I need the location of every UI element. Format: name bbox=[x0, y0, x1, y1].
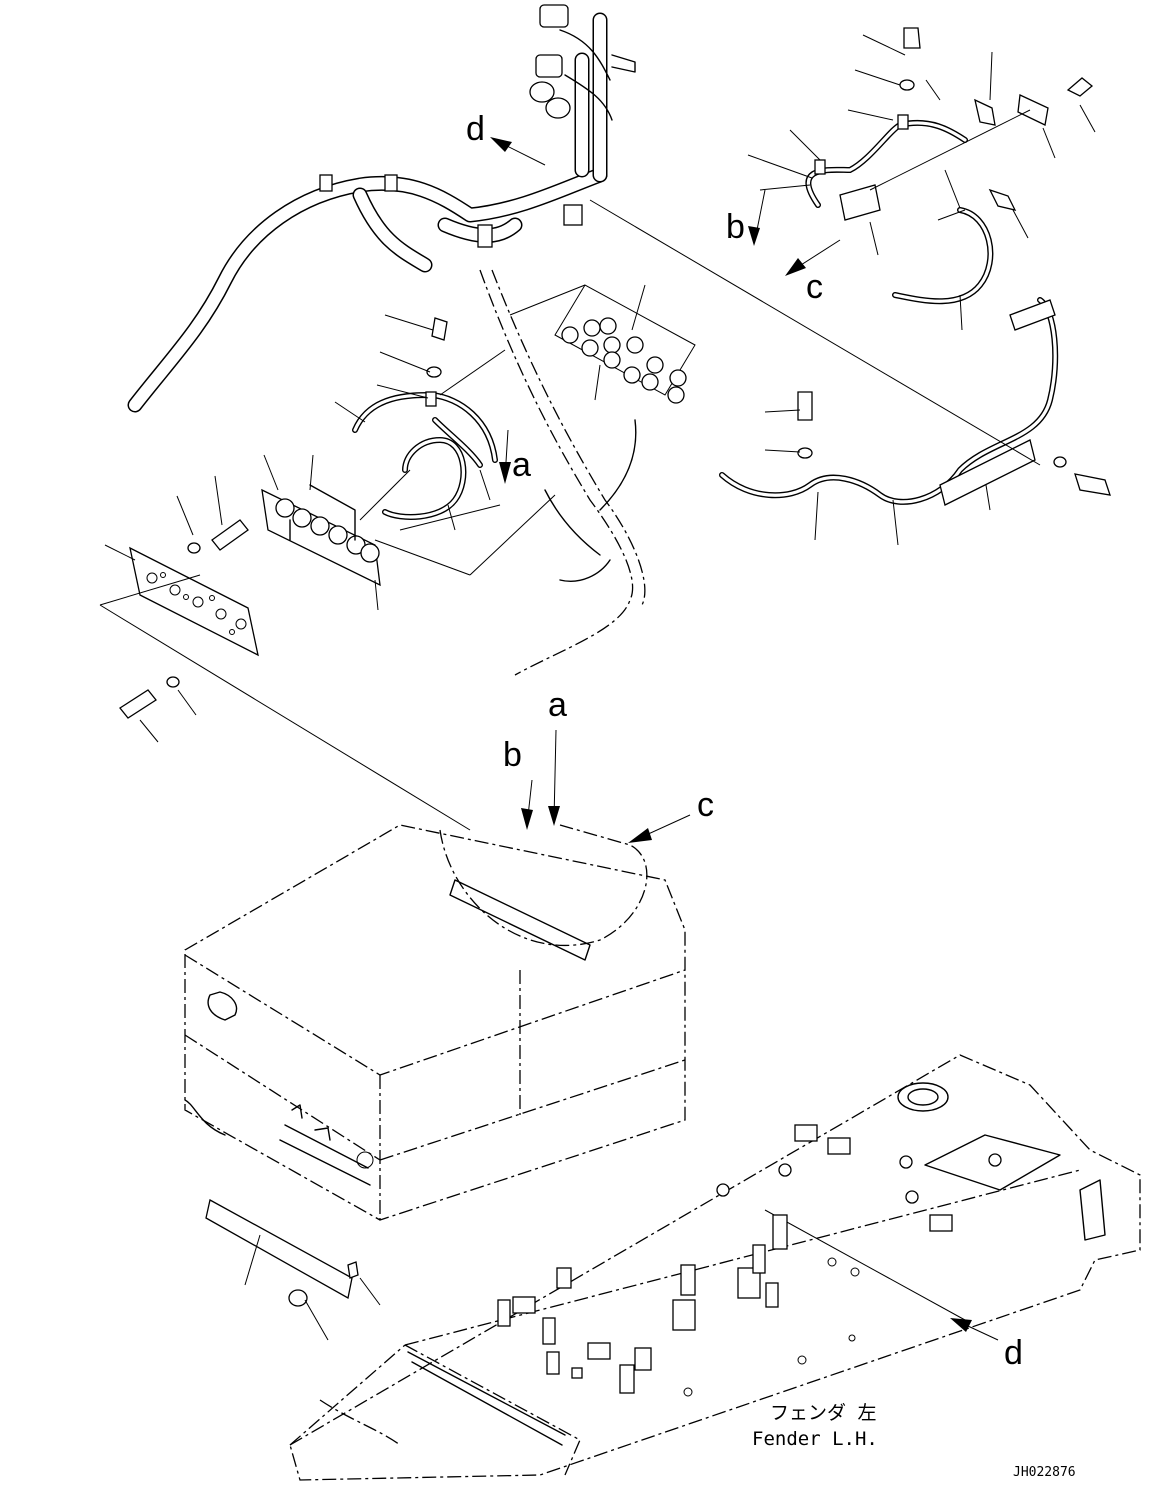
drawing-code: JH022876 bbox=[1013, 1465, 1076, 1480]
terminal-block-left bbox=[261, 484, 381, 587]
connector-bank-center bbox=[554, 284, 696, 404]
lower-harness-branch bbox=[479, 269, 646, 676]
harness-connectors-top bbox=[529, 4, 636, 121]
view-label-b-upper: b bbox=[726, 208, 745, 246]
battery-box bbox=[184, 824, 686, 1221]
view-label-a-upper: a bbox=[512, 446, 531, 484]
view-label-d-lower: d bbox=[1004, 1334, 1023, 1372]
assembly-lines bbox=[99, 109, 1041, 1321]
main-harness-tube bbox=[127, 12, 608, 413]
caption-english: Fender L.H. bbox=[752, 1428, 878, 1450]
fender-deck bbox=[289, 1054, 1141, 1481]
view-label-c-lower: c bbox=[697, 786, 714, 824]
upper-right-parts bbox=[805, 27, 1094, 305]
view-arrows bbox=[490, 137, 999, 1341]
view-label-a-lower: a bbox=[548, 686, 567, 724]
terminal-plate-left bbox=[129, 546, 259, 657]
long-cable-right bbox=[719, 297, 1111, 506]
bolt-washer-left bbox=[119, 519, 249, 719]
battery-cover-plate bbox=[205, 1199, 381, 1341]
view-label-b-lower: b bbox=[503, 736, 522, 774]
view-label-d-upper: d bbox=[466, 110, 485, 148]
caption-japanese: フェンダ 左 bbox=[770, 1402, 877, 1424]
wire-leads-left bbox=[352, 317, 498, 520]
view-label-c-upper: c bbox=[806, 268, 823, 306]
harness-clamps bbox=[319, 174, 583, 248]
leader-lines-upper bbox=[104, 34, 1096, 743]
deck-mounts bbox=[497, 1124, 1002, 1397]
